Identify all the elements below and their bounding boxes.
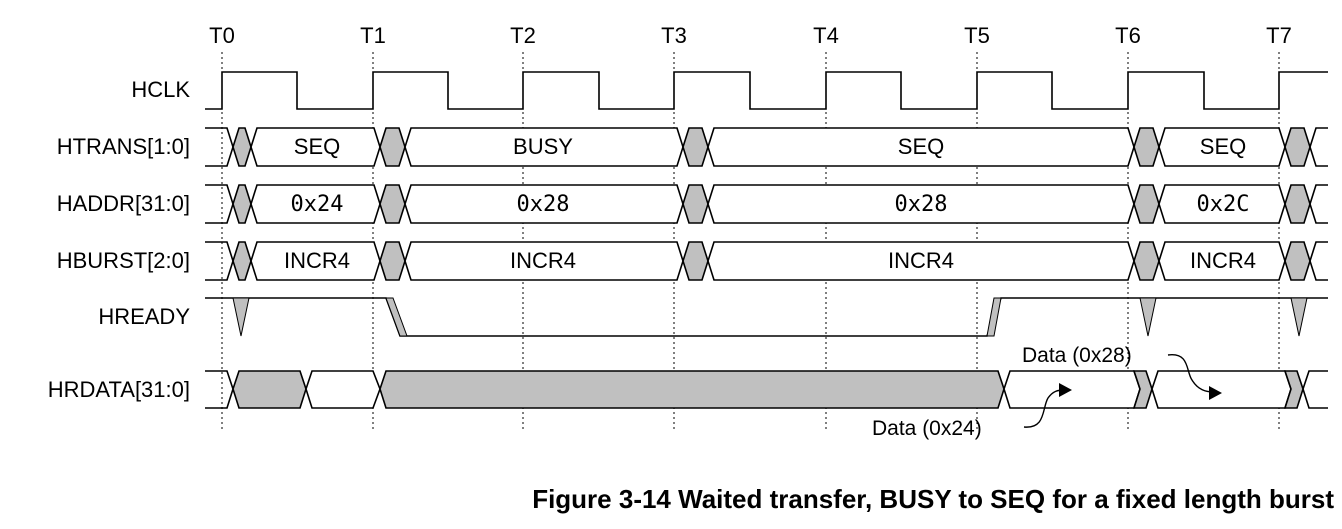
bus-transition bbox=[379, 127, 406, 167]
time-label-t7: T7 bbox=[1266, 23, 1292, 48]
bus-transition bbox=[1284, 127, 1311, 167]
time-label-t6: T6 bbox=[1115, 23, 1141, 48]
bus-waveforms bbox=[205, 127, 1328, 281]
hready-waveform bbox=[205, 297, 1328, 337]
data-annotations: Data (0x28) Data (0x24) bbox=[872, 344, 1222, 440]
signal-label-hrdata: HRDATA[31:0] bbox=[48, 377, 190, 402]
bus-transition bbox=[1133, 241, 1160, 281]
figure-caption: Figure 3-14 Waited transfer, BUSY to SEQ… bbox=[532, 484, 1334, 514]
bus-lead-out bbox=[1309, 184, 1328, 224]
annotation-pointer-0x24 bbox=[1023, 389, 1065, 428]
bus-transition bbox=[1133, 127, 1160, 167]
bus-lead-out bbox=[1309, 241, 1328, 281]
hrdata-waveform bbox=[205, 370, 1328, 409]
bus-transition bbox=[1284, 241, 1311, 281]
time-label-t2: T2 bbox=[510, 23, 536, 48]
hburst-value: INCR4 bbox=[510, 248, 576, 273]
bus-lead-in bbox=[205, 241, 234, 281]
bus-transition bbox=[379, 241, 406, 281]
time-label-t1: T1 bbox=[360, 23, 386, 48]
haddr-value: 0x2C bbox=[1197, 192, 1250, 217]
time-markers bbox=[221, 52, 1280, 430]
hclk-waveform bbox=[205, 71, 1328, 110]
annotation-data-0x28: Data (0x28) bbox=[1022, 344, 1132, 367]
arrow-icon bbox=[1059, 383, 1072, 397]
bus-transition bbox=[232, 127, 252, 167]
htrans-value: SEQ bbox=[898, 134, 944, 159]
haddr-value: 0x24 bbox=[291, 192, 344, 217]
bus-lead-in bbox=[205, 184, 234, 224]
bus-transition bbox=[379, 184, 406, 224]
timing-diagram: T0 T1 T2 T3 T4 T5 T6 T7 HCLK HTRANS[1:0]… bbox=[48, 23, 1328, 440]
htrans-value: BUSY bbox=[513, 134, 573, 159]
htrans-values: SEQ BUSY SEQ SEQ bbox=[294, 134, 1246, 159]
hburst-value: INCR4 bbox=[1190, 248, 1256, 273]
signal-label-hclk: HCLK bbox=[131, 77, 190, 102]
bus-lead-out bbox=[1309, 127, 1328, 167]
bus-lead-in bbox=[205, 127, 234, 167]
bus-transition bbox=[682, 184, 709, 224]
haddr-value: 0x28 bbox=[895, 192, 948, 217]
arrow-icon bbox=[1209, 386, 1222, 400]
bus-transition bbox=[232, 184, 252, 224]
time-labels: T0 T1 T2 T3 T4 T5 T6 T7 bbox=[209, 23, 1292, 48]
time-label-t0: T0 bbox=[209, 23, 235, 48]
time-label-t5: T5 bbox=[964, 23, 990, 48]
htrans-value: SEQ bbox=[294, 134, 340, 159]
signal-label-hburst: HBURST[2:0] bbox=[57, 248, 190, 273]
haddr-value: 0x28 bbox=[517, 192, 570, 217]
hburst-value: INCR4 bbox=[284, 248, 350, 273]
hburst-value: INCR4 bbox=[888, 248, 954, 273]
bus-transition bbox=[682, 127, 709, 167]
annotation-pointer-0x28 bbox=[1167, 354, 1215, 393]
bus-transition bbox=[1284, 184, 1311, 224]
htrans-value: SEQ bbox=[1200, 134, 1246, 159]
bus-transition bbox=[682, 241, 709, 281]
signal-label-haddr: HADDR[31:0] bbox=[57, 191, 190, 216]
annotation-data-0x24: Data (0x24) bbox=[872, 417, 982, 440]
bus-transition bbox=[232, 241, 252, 281]
signal-label-htrans: HTRANS[1:0] bbox=[57, 134, 190, 159]
signal-label-hready: HREADY bbox=[98, 304, 190, 329]
time-label-t4: T4 bbox=[813, 23, 839, 48]
signal-labels: HCLK HTRANS[1:0] HADDR[31:0] HBURST[2:0]… bbox=[48, 77, 191, 402]
bus-transition bbox=[1133, 184, 1160, 224]
haddr-values: 0x24 0x28 0x28 0x2C bbox=[291, 192, 1250, 217]
time-label-t3: T3 bbox=[661, 23, 687, 48]
hburst-values: INCR4 INCR4 INCR4 INCR4 bbox=[284, 248, 1256, 273]
